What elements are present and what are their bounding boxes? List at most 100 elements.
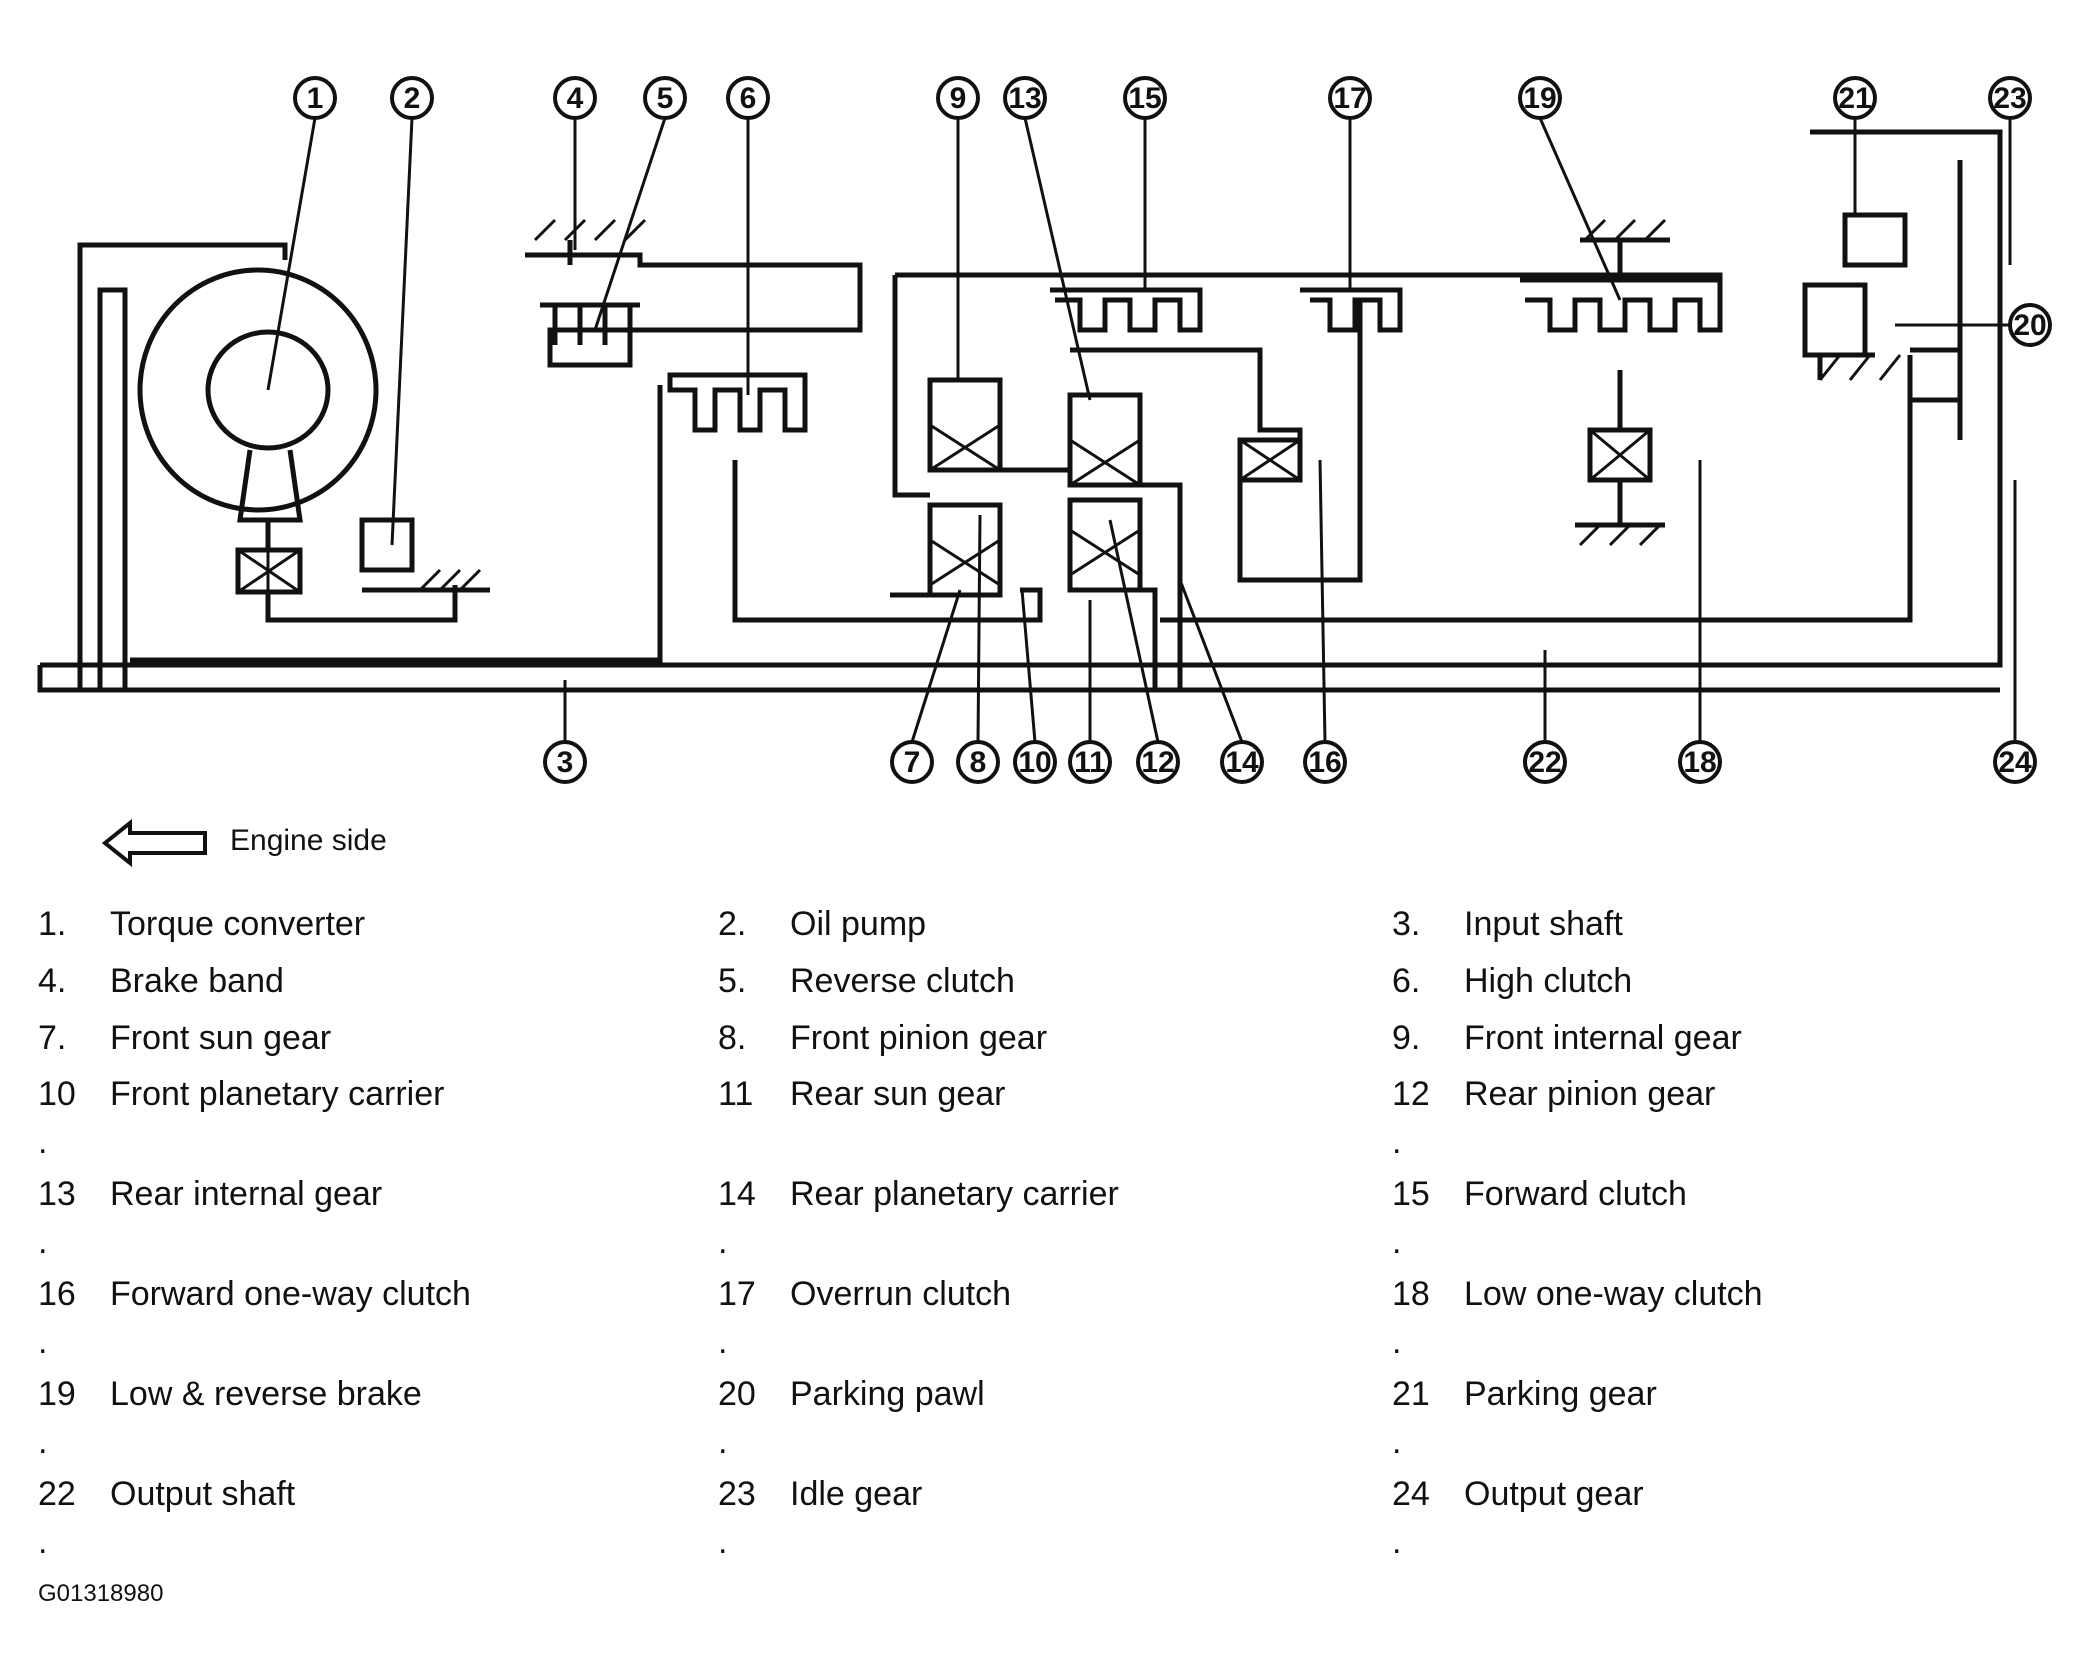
legend-dot: . — [1392, 1123, 1402, 1161]
callout-number: 1 — [307, 82, 324, 115]
callout-number: 23 — [1993, 82, 2026, 115]
callout-number: 20 — [2013, 309, 2046, 342]
callout-circle — [1136, 740, 1180, 784]
callout-circle — [1518, 76, 1562, 120]
legend-label: Front internal gear — [1464, 1019, 1742, 1057]
callout-circle — [1068, 740, 1112, 784]
legend-dot: . — [38, 1123, 48, 1161]
engine-side-label: Engine side — [230, 824, 387, 857]
callout-leaders — [266, 117, 2017, 743]
callout-circle — [1988, 76, 2032, 120]
callout-number: 18 — [1683, 746, 1716, 779]
callout-circle — [293, 76, 337, 120]
callout-circle — [890, 740, 934, 784]
legend-label: Front pinion gear — [790, 1019, 1048, 1057]
callout-number: 7 — [904, 746, 921, 779]
legend-label: Output shaft — [110, 1475, 296, 1513]
legend-dot: . — [1392, 1523, 1402, 1561]
legend-label: Parking gear — [1464, 1375, 1657, 1413]
legend-label: Parking pawl — [790, 1375, 985, 1413]
callout-number: 12 — [1141, 746, 1174, 779]
legend-label: Idle gear — [790, 1475, 923, 1513]
callout-number: 21 — [1838, 82, 1871, 115]
callout-circle — [956, 740, 1000, 784]
callout-circle — [1003, 76, 1047, 120]
legend-label: Output gear — [1464, 1475, 1644, 1513]
legend-label: Rear internal gear — [110, 1175, 383, 1213]
legend-label: Front planetary carrier — [110, 1075, 445, 1113]
callout-circle — [1833, 76, 1877, 120]
legend-number: 4. — [38, 962, 67, 1000]
legend-number: 9. — [1392, 1019, 1421, 1057]
callout-number: 6 — [740, 82, 757, 115]
legend-number: 22 — [38, 1475, 76, 1513]
legend-number: 20 — [718, 1375, 756, 1413]
legend-label: Torque converter — [110, 905, 366, 943]
callout-circle — [1013, 740, 1057, 784]
legend-label: Input shaft — [1464, 905, 1623, 943]
callout-number: 22 — [1528, 746, 1561, 779]
legend-number: 21 — [1392, 1375, 1430, 1413]
callout-number: 15 — [1128, 82, 1161, 115]
legend-label: Front sun gear — [110, 1019, 332, 1057]
left-arrow-icon — [101, 818, 207, 868]
callout-number: 16 — [1308, 746, 1341, 779]
legend-label: Brake band — [110, 962, 284, 1000]
callout-number: 19 — [1523, 82, 1556, 115]
legend-number: 23 — [718, 1475, 756, 1513]
callout-number: 3 — [557, 746, 574, 779]
legend-number: 12 — [1392, 1075, 1430, 1113]
callout-circle — [1993, 740, 2037, 784]
callout-circle — [726, 76, 770, 120]
legend-dot: . — [718, 1523, 728, 1561]
callout-circle — [1523, 740, 1567, 784]
callout-number: 2 — [404, 82, 421, 115]
legend-dot: . — [38, 1223, 48, 1261]
callout-number: 10 — [1018, 746, 1051, 779]
legend-number: 5. — [718, 962, 747, 1000]
legend-label: Rear planetary carrier — [790, 1175, 1119, 1213]
legend-dot: . — [1392, 1323, 1402, 1361]
figure-id: G01318980 — [38, 1580, 164, 1607]
callout-number: 5 — [657, 82, 674, 115]
callout-circle — [1303, 740, 1347, 784]
schematic-lines — [37, 129, 2003, 693]
callout-number: 24 — [1998, 746, 2032, 779]
legend-label: Reverse clutch — [790, 962, 1015, 1000]
callout-circle — [1220, 740, 1264, 784]
legend-label: Rear sun gear — [790, 1075, 1006, 1113]
legend-dot: . — [718, 1223, 728, 1261]
callout-circle — [390, 76, 434, 120]
legend-number: 8. — [718, 1019, 747, 1057]
legend-dot: . — [718, 1423, 728, 1461]
callout-circle — [553, 76, 597, 120]
legend-dot: . — [38, 1423, 48, 1461]
callout-circle — [1123, 76, 1167, 120]
callout-circle — [643, 76, 687, 120]
callout-number: 17 — [1333, 82, 1366, 115]
legend-number: 24 — [1392, 1475, 1430, 1513]
legend-number: 18 — [1392, 1275, 1430, 1313]
callout-number: 9 — [950, 82, 967, 115]
legend-dot: . — [718, 1323, 728, 1361]
legend-label: Low one-way clutch — [1464, 1275, 1763, 1313]
legend-number: 19 — [38, 1375, 76, 1413]
callout-number: 13 — [1008, 82, 1041, 115]
callout-number: 8 — [970, 746, 987, 779]
legend-number: 16 — [38, 1275, 76, 1313]
legend-label: Oil pump — [790, 905, 927, 943]
legend-number: 14 — [718, 1175, 756, 1213]
callout-circle — [2008, 303, 2052, 347]
legend-label: Low & reverse brake — [110, 1375, 422, 1413]
legend-label: Rear pinion gear — [1464, 1075, 1716, 1113]
legend-label: Overrun clutch — [790, 1275, 1012, 1313]
callout-circle — [936, 76, 980, 120]
legend-dot: . — [38, 1323, 48, 1361]
legend-dot: . — [1392, 1423, 1402, 1461]
legend-number: 13 — [38, 1175, 76, 1213]
legend-number: 2. — [718, 905, 747, 943]
legend-number: 6. — [1392, 962, 1421, 1000]
callout-circle — [1678, 740, 1722, 784]
